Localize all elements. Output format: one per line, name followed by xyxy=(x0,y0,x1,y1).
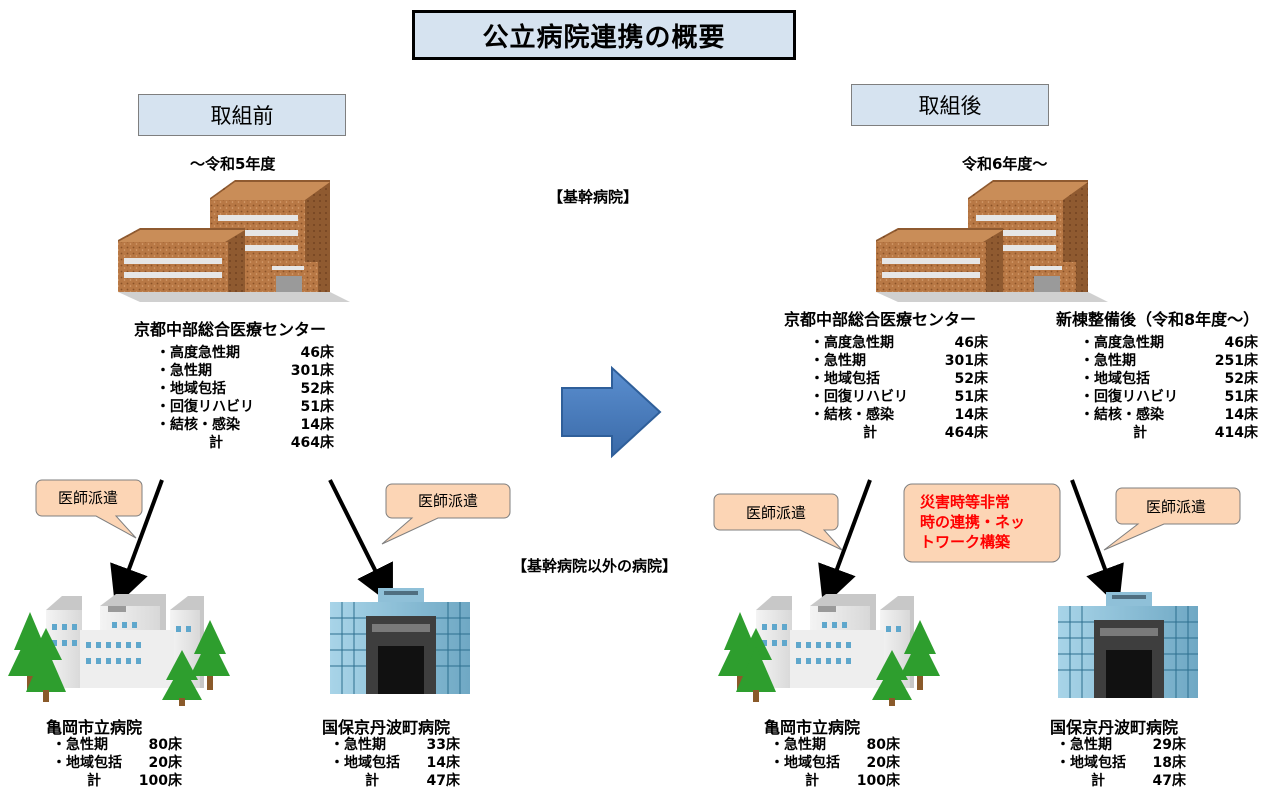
disaster-note-line-3: トワーク構築 xyxy=(920,533,1011,551)
callout-before-left-text: 医師派遣 xyxy=(58,489,119,507)
callout-after-left xyxy=(713,493,843,551)
after-core-hospital-name: 京都中部総合医療センター xyxy=(784,310,977,329)
disaster-network-note: 災害時等非常 時の連携・ネッ トワーク構築 xyxy=(920,492,1025,552)
callout-after-left-text: 医師派遣 xyxy=(746,504,807,522)
before-kameoka-name: 亀岡市立病院 xyxy=(46,718,143,737)
before-core-hospital-name: 京都中部総合医療センター xyxy=(134,320,327,339)
after-period: 令和6年度～ xyxy=(962,155,1048,173)
before-header: 取組前 xyxy=(138,94,346,136)
new-building-name: 新棟整備後（令和8年度～） xyxy=(1056,310,1260,329)
kameoka-hospital-illustration-after xyxy=(718,594,940,706)
page-title: 公立病院連携の概要 xyxy=(412,10,796,60)
after-kyotamba-name: 国保京丹波町病院 xyxy=(1050,718,1179,737)
callout-after-right xyxy=(1103,487,1241,551)
dispatch-arrow-after-left xyxy=(818,479,872,607)
disaster-callout xyxy=(903,483,1061,563)
transition-arrow xyxy=(561,365,662,459)
callout-after-right-text: 医師派遣 xyxy=(1146,498,1207,516)
disaster-note-line-1: 災害時等非常 xyxy=(920,493,1011,511)
before-period: ～令和5年度 xyxy=(190,155,276,173)
kyotamba-hospital-illustration-after xyxy=(1058,592,1198,698)
core-hospital-illustration-after xyxy=(876,180,1108,302)
kyotamba-hospital-illustration-before xyxy=(330,588,470,694)
callout-before-left xyxy=(35,479,143,539)
other-hospitals-label: 【基幹病院以外の病院】 xyxy=(512,557,678,575)
after-header: 取組後 xyxy=(851,84,1049,126)
after-kameoka-name: 亀岡市立病院 xyxy=(764,718,861,737)
dispatch-arrow-after-right xyxy=(1070,479,1124,607)
before-kyotamba-name: 国保京丹波町病院 xyxy=(322,718,451,737)
callout-before-right xyxy=(381,483,511,545)
disaster-note-line-2: 時の連携・ネッ xyxy=(920,513,1026,531)
dispatch-arrow-before-left xyxy=(110,479,164,607)
core-hospital-label: 【基幹病院】 xyxy=(548,188,639,206)
kameoka-hospital-illustration-before xyxy=(8,594,230,706)
dispatch-arrow-before-right xyxy=(328,479,393,606)
core-hospital-illustration-before xyxy=(118,180,350,302)
callout-before-right-text: 医師派遣 xyxy=(418,492,479,510)
